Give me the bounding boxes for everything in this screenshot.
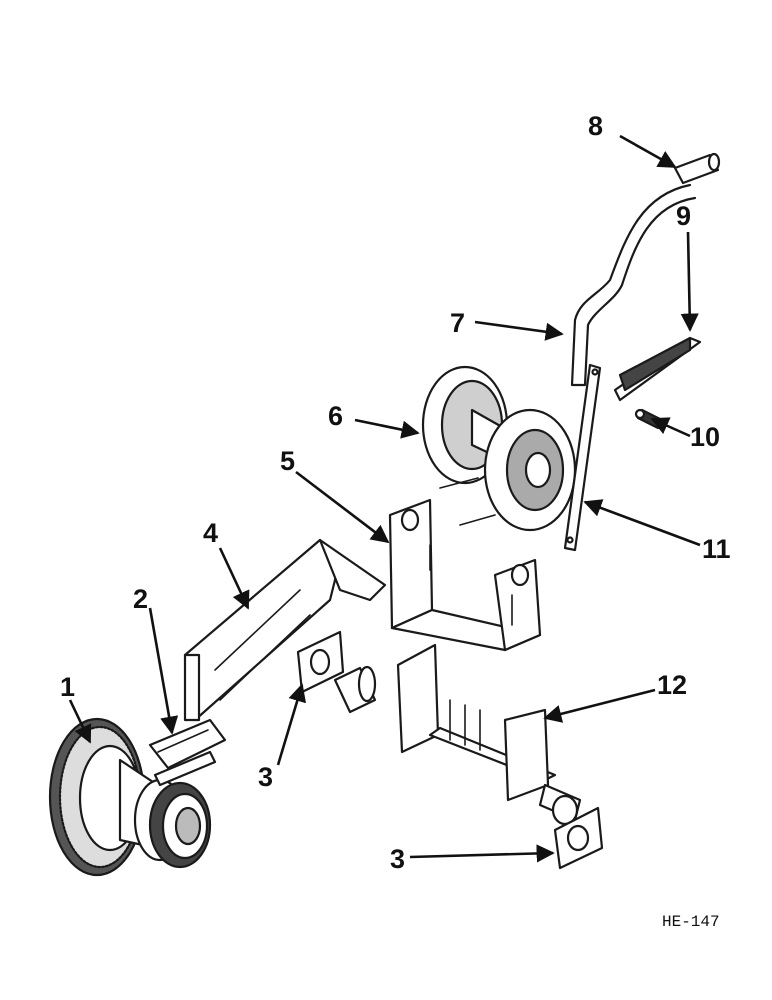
leader-4 <box>218 547 250 610</box>
callout-6: 6 <box>328 401 343 431</box>
leader-2 <box>148 607 179 735</box>
gear-pulley-part <box>48 717 212 877</box>
callout-2: 2 <box>133 584 148 614</box>
leader-3-upper <box>276 683 307 766</box>
callout-12: 12 <box>657 670 687 700</box>
callout-1: 1 <box>60 672 75 702</box>
hand-lever-part <box>570 183 697 387</box>
leader-3-lower <box>409 844 555 863</box>
callout-9: 9 <box>676 201 691 231</box>
callout-8: 8 <box>588 111 603 141</box>
mounting-plate-part <box>296 630 345 694</box>
slotted-bar-part <box>148 718 227 787</box>
leader-1 <box>68 699 92 744</box>
callout-labels: 1 2 3 3 4 5 6 7 8 9 10 11 12 <box>60 111 731 874</box>
u-bracket-part <box>388 498 542 652</box>
double-pulley-part <box>421 365 577 532</box>
bolt-part <box>634 408 664 430</box>
leader-8 <box>619 134 677 169</box>
support-arm-part <box>183 538 387 722</box>
leader-7 <box>474 320 564 341</box>
callout-3-lower: 3 <box>390 844 405 874</box>
link-bar-part <box>563 363 602 552</box>
leader-9 <box>680 231 699 332</box>
leader-11 <box>583 499 701 547</box>
mounting-plate-lower-part <box>553 806 604 870</box>
leader-5 <box>295 470 390 544</box>
leader-lines <box>68 134 701 863</box>
roller-part <box>333 665 377 714</box>
callout-4: 4 <box>203 518 218 548</box>
callout-7: 7 <box>450 308 465 338</box>
leader-10 <box>650 417 691 438</box>
callout-3-upper: 3 <box>258 762 273 792</box>
figure-id: HE-147 <box>662 913 720 931</box>
axle-bracket-part <box>396 643 582 826</box>
leader-6 <box>354 418 420 439</box>
callout-10: 10 <box>690 422 720 452</box>
lever-grip-part <box>673 152 721 185</box>
leader-12 <box>543 688 656 723</box>
latch-plate-part <box>613 336 702 402</box>
callout-11: 11 <box>702 534 731 564</box>
callout-5: 5 <box>280 446 295 476</box>
